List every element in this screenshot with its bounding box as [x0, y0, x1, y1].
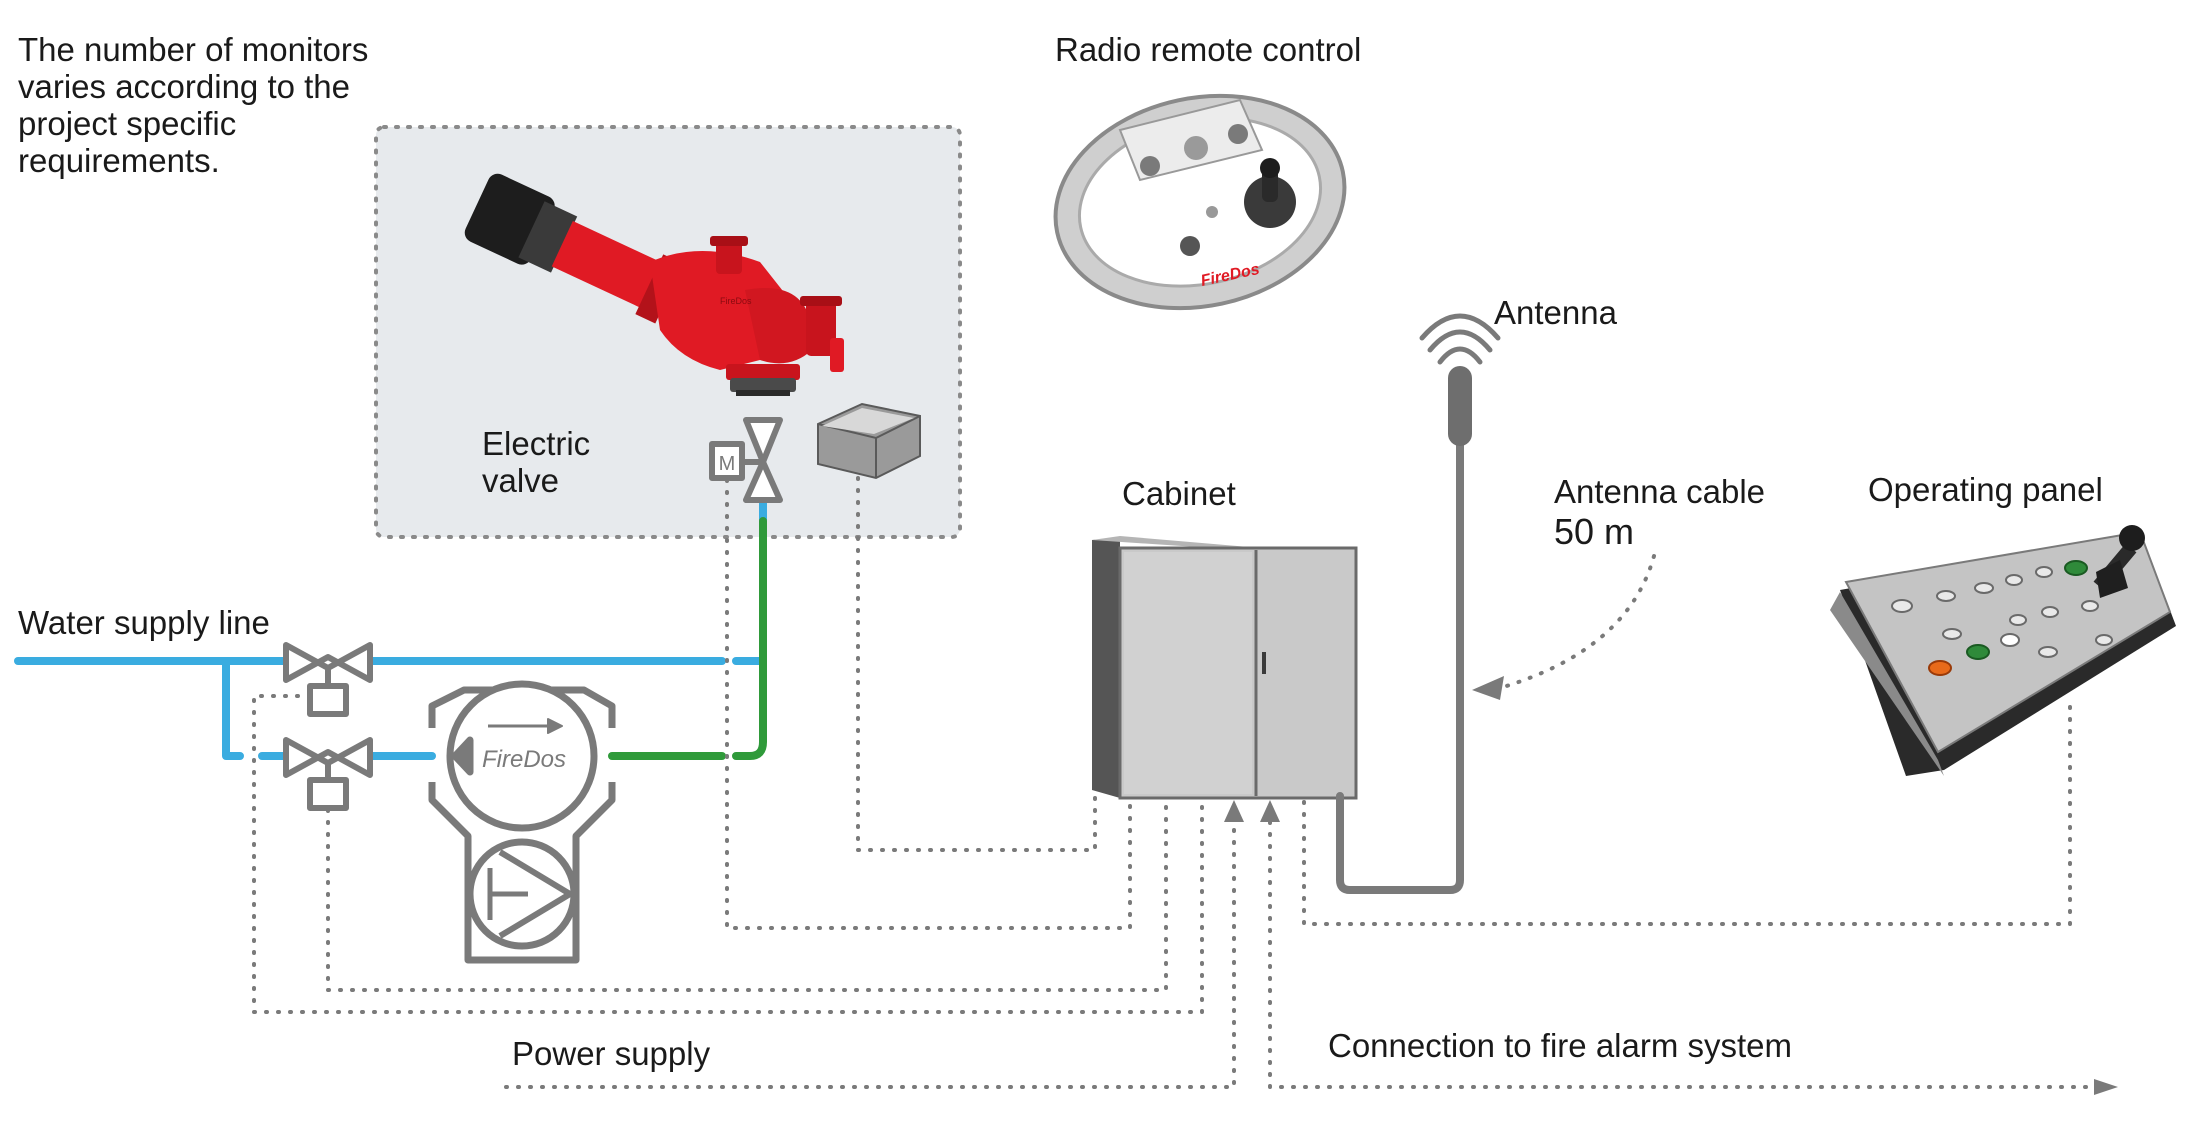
junction-box	[817, 402, 921, 480]
flowmeter-circle	[446, 680, 598, 832]
dotted-cables	[252, 476, 2092, 1089]
antenna-label: Antenna	[1494, 294, 1618, 331]
svg-text:Electric: Electric	[482, 425, 590, 462]
radio-remote-control: FireDos	[1053, 93, 1347, 311]
fire-alarm-end-arrow	[2094, 1079, 2118, 1095]
operating-panel-label: Operating panel	[1868, 471, 2103, 508]
svg-text:valve: valve	[482, 462, 559, 499]
svg-text:requirements.: requirements.	[18, 142, 220, 179]
svg-text:project specific: project specific	[18, 105, 236, 142]
svg-text:varies according to the: varies according to the	[18, 68, 350, 105]
green-lines	[608, 517, 767, 760]
water-supply-lines	[14, 483, 767, 760]
fire-alarm-arrow	[1260, 800, 1280, 822]
water-supply-label: Water supply line	[18, 604, 270, 641]
fire-alarm-label: Connection to fire alarm system	[1328, 1027, 1792, 1064]
operating-panel	[1830, 525, 2176, 776]
antenna-cable	[1336, 436, 1464, 894]
lower-manual-valve	[283, 737, 373, 811]
water-monitor: FireDos	[464, 173, 844, 396]
power-supply-label: Power supply	[512, 1035, 711, 1072]
flowmeter-brand-text: FireDos	[482, 746, 566, 773]
power-supply-arrow	[1224, 800, 1244, 822]
electric-valve-label: Electric valve	[482, 425, 590, 499]
antenna-cable-arrow	[1472, 676, 1504, 700]
motor-letter: M	[719, 453, 736, 475]
cabinet-label: Cabinet	[1122, 475, 1236, 512]
electric-valve: M	[709, 417, 783, 503]
svg-text:The number of monitors: The number of monitors	[18, 31, 368, 68]
antenna	[1419, 313, 1501, 446]
cabinet	[1092, 536, 1358, 800]
radio-remote-label: Radio remote control	[1055, 31, 1361, 68]
svg-text:Antenna cable: Antenna cable	[1554, 473, 1765, 510]
svg-text:50 m: 50 m	[1554, 511, 1634, 552]
upper-manual-valve	[283, 642, 373, 717]
flowmeter-pump-unit	[428, 680, 616, 964]
svg-text:FireDos: FireDos	[720, 296, 752, 306]
antenna-cable-label: Antenna cable 50 m	[1554, 473, 1765, 552]
monitors-note: The number of monitors varies according …	[18, 31, 368, 179]
